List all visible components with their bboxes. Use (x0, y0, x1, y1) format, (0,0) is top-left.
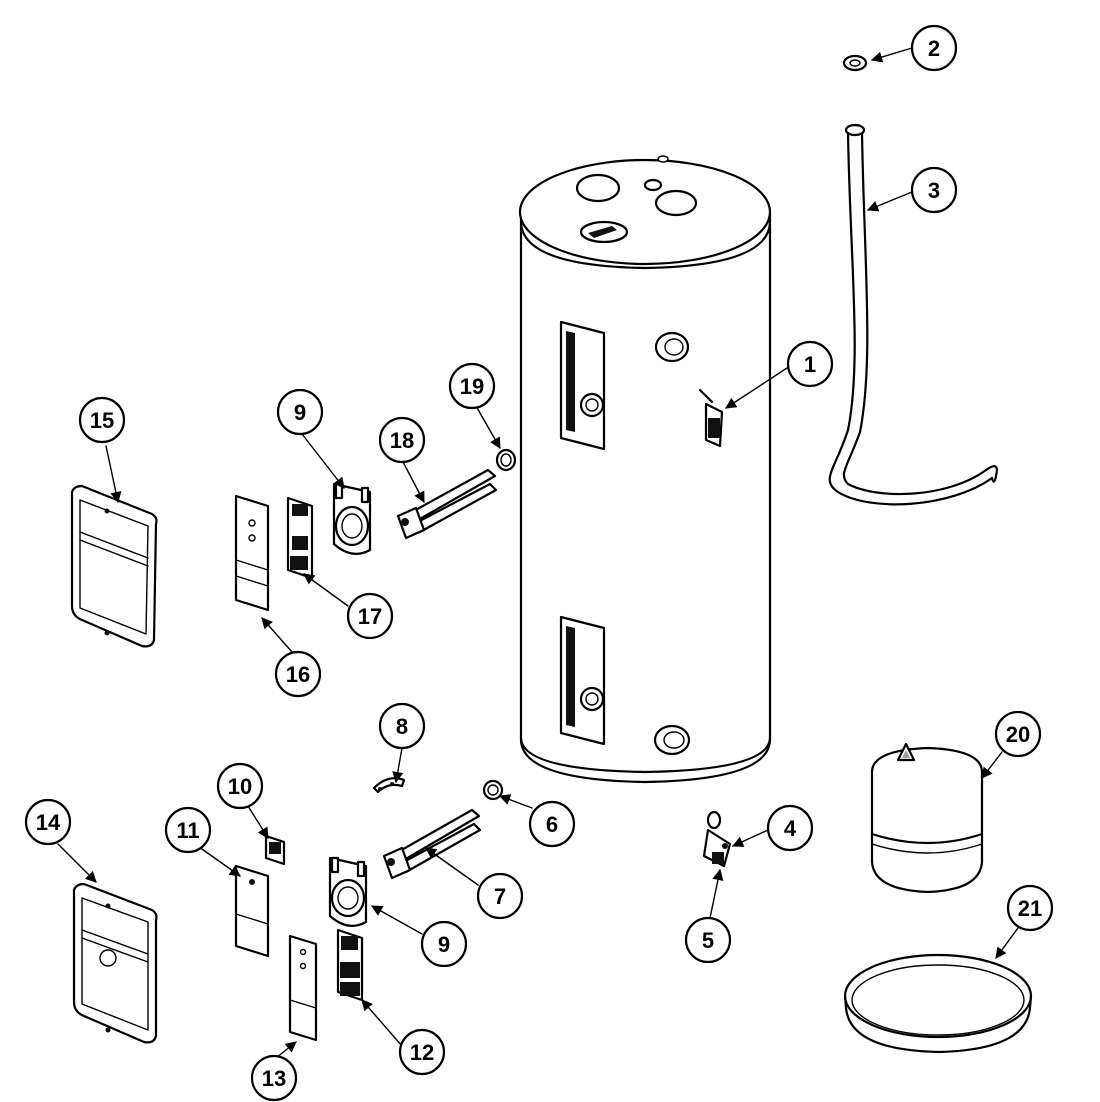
callout-1: 1 (786, 340, 834, 388)
lower-access-cover (72, 882, 158, 1044)
lower-bracket (328, 856, 368, 927)
svg-text:9: 9 (294, 400, 306, 425)
lower-thermostat (336, 928, 364, 1002)
callout-6: 6 (528, 800, 576, 848)
callout-7: 7 (476, 872, 524, 920)
callout-9-lower: 9 (420, 920, 468, 968)
svg-text:6: 6 (546, 812, 558, 837)
svg-text:16: 16 (286, 662, 310, 687)
svg-text:4: 4 (784, 816, 797, 841)
callout-17: 17 (346, 592, 394, 640)
callouts: 1 2 3 4 5 6 7 8 (24, 24, 1054, 1102)
svg-text:1: 1 (804, 352, 816, 377)
svg-text:15: 15 (90, 408, 114, 433)
element-clip (372, 777, 406, 794)
expansion-tank (870, 742, 984, 894)
lower-insulation-left (234, 864, 270, 958)
svg-text:18: 18 (390, 428, 414, 453)
lower-gasket (482, 779, 504, 801)
svg-text:5: 5 (702, 928, 714, 953)
svg-text:12: 12 (410, 1040, 434, 1065)
upper-bracket (332, 482, 372, 555)
callout-4: 4 (766, 804, 814, 852)
callout-14: 14 (24, 798, 72, 846)
lower-thermostat-plate (264, 834, 286, 866)
callout-18: 18 (378, 416, 426, 464)
svg-text:19: 19 (460, 374, 484, 399)
svg-text:2: 2 (928, 36, 940, 61)
svg-text:8: 8 (396, 714, 408, 739)
svg-text:20: 20 (1006, 722, 1030, 747)
drain-pan (843, 953, 1033, 1054)
callout-10: 10 (216, 762, 264, 810)
callout-8: 8 (378, 702, 426, 750)
upper-thermostat (286, 496, 314, 580)
callout-5: 5 (684, 916, 732, 964)
lower-heating-element (382, 808, 482, 880)
upper-access-cover (70, 484, 158, 648)
lower-insulation-bottom (288, 934, 318, 1042)
callout-3: 3 (910, 166, 958, 214)
upper-gasket (495, 448, 517, 472)
svg-text:3: 3 (928, 178, 940, 203)
dip-tube-hose (828, 123, 998, 506)
callout-12: 12 (398, 1028, 446, 1076)
relief-valve (698, 388, 724, 448)
svg-text:21: 21 (1018, 896, 1042, 921)
callout-2: 2 (910, 24, 958, 72)
upper-insulation (234, 494, 270, 612)
washer-part (842, 54, 868, 72)
svg-text:17: 17 (358, 604, 382, 629)
svg-text:14: 14 (36, 810, 61, 835)
svg-text:9: 9 (438, 932, 450, 957)
callout-11: 11 (164, 806, 212, 854)
svg-text:13: 13 (262, 1066, 286, 1091)
svg-text:10: 10 (228, 774, 252, 799)
water-heater-tank (518, 155, 772, 784)
callout-21: 21 (1006, 884, 1054, 932)
svg-text:11: 11 (176, 818, 199, 843)
leader-lines (57, 47, 1019, 1059)
callout-20: 20 (994, 710, 1042, 758)
drain-valve (702, 810, 732, 868)
callout-13: 13 (250, 1054, 298, 1102)
callout-9-upper: 9 (276, 388, 324, 436)
svg-text:7: 7 (494, 884, 506, 909)
callout-15: 15 (78, 396, 126, 444)
callout-19: 19 (448, 362, 496, 410)
upper-heating-element (396, 468, 498, 540)
callout-16: 16 (274, 650, 322, 698)
